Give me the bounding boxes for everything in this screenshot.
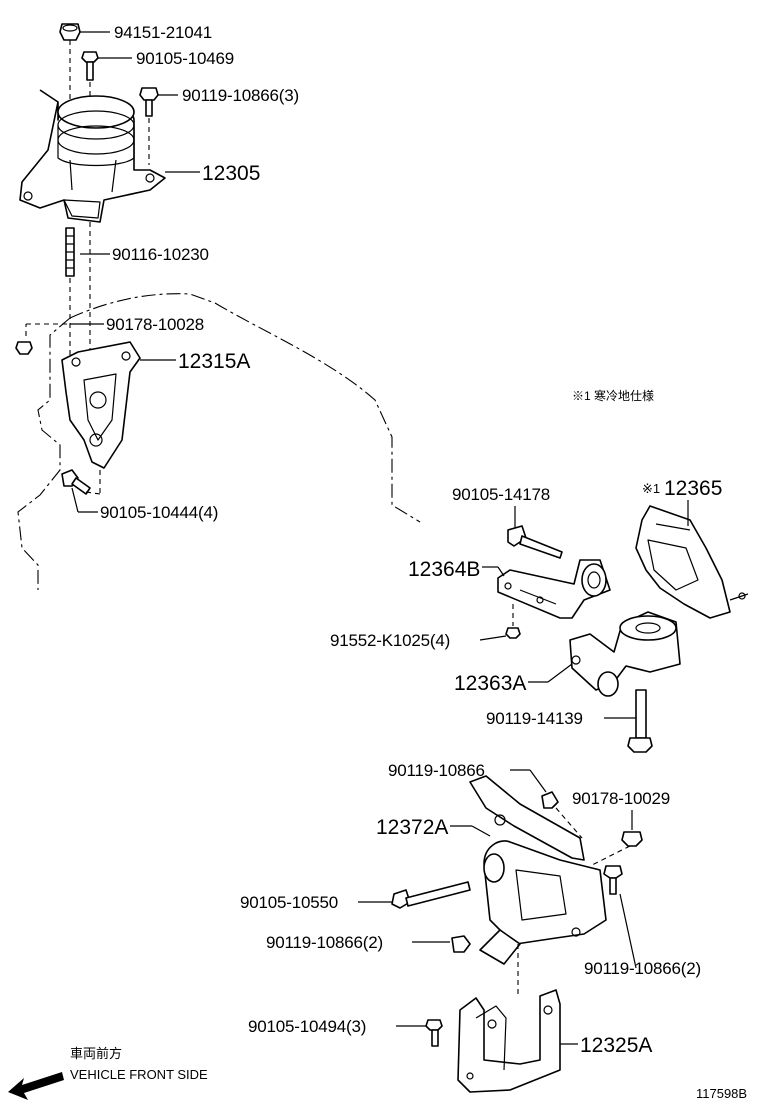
label-12372A: 12372A: [376, 816, 448, 839]
note-mark: ※1: [642, 481, 660, 496]
nut-94151-21041: [59, 23, 81, 41]
engine-mount-12305: [19, 89, 166, 223]
label-90105-10469: 90105-10469: [136, 49, 234, 68]
label-90105-10550: 90105-10550: [240, 893, 338, 912]
nut-90178-10029: [621, 831, 643, 847]
front-side-jp: 車両前方: [70, 1046, 122, 1061]
bolt-91552-K1025-4: [505, 627, 521, 639]
bolt-90105-10494-3: [425, 1019, 443, 1047]
label-12364B: 12364B: [408, 558, 480, 581]
label-94151-21041: 94151-21041: [114, 23, 212, 42]
label-90119-10866-3: 90119-10866(3): [182, 86, 299, 105]
bolt-90119-14139: [627, 689, 653, 753]
front-side-en: VEHICLE FRONT SIDE: [70, 1067, 208, 1082]
label-90105-10444-4: 90105-10444(4): [100, 503, 218, 522]
label-90119-10866-2-right: 90119-10866(2): [584, 959, 701, 978]
bolt-90105-10469: [81, 51, 99, 81]
bolt-90119-10866-3: [139, 87, 159, 117]
label-90116-10230: 90116-10230: [112, 245, 209, 264]
label-90119-10866: 90119-10866: [388, 761, 485, 780]
mount-12363A: [569, 611, 681, 697]
label-90178-10029: 90178-10029: [572, 789, 670, 808]
label-90119-14139: 90119-14139: [486, 709, 583, 728]
bolt-90105-14178: [507, 525, 563, 559]
left-arrow-icon: [8, 1072, 64, 1100]
diagram-id: 117598B: [696, 1086, 747, 1101]
bolt-90105-10550: [391, 881, 471, 909]
bracket-12315A: [61, 341, 141, 469]
bolt-90119-10866-2-right: [603, 865, 623, 895]
bolt-90105-10444-4: [61, 469, 91, 495]
label-12363A: 12363A: [454, 672, 526, 695]
bracket-12372A: [469, 775, 607, 965]
nut-90178-10028: [15, 341, 33, 355]
label-12305: 12305: [202, 162, 260, 185]
cold-spec-note: ※1 寒冷地仕様: [572, 388, 654, 403]
label-12315A: 12315A: [178, 350, 250, 373]
label-12365: 12365: [664, 477, 722, 500]
engine-outline: [17, 293, 421, 590]
bolt-90119-10866: [541, 791, 559, 809]
label-91552-K1025-4: 91552-K1025(4): [330, 631, 450, 650]
bracket-12364B: [497, 559, 611, 619]
bolt-90119-10866-2-left: [451, 935, 471, 953]
label-90105-14178: 90105-14178: [452, 485, 550, 504]
stud-90116-10230: [65, 227, 75, 277]
label-90119-10866-2-left: 90119-10866(2): [266, 933, 383, 952]
insulator-12365: [635, 505, 749, 619]
label-90178-10028: 90178-10028: [106, 315, 204, 334]
label-12325A: 12325A: [580, 1034, 652, 1057]
bracket-12325A: [457, 989, 561, 1093]
label-90105-10494-3: 90105-10494(3): [248, 1017, 366, 1036]
